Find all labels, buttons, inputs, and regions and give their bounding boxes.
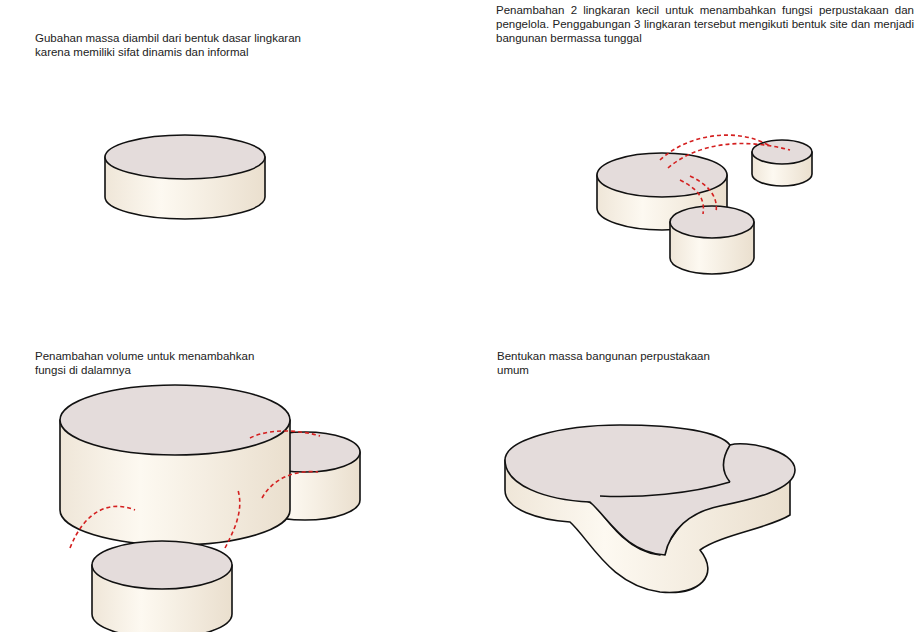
medium-cylinder xyxy=(670,206,754,274)
join-dashes xyxy=(660,135,790,214)
caption-note: Gubahan massa diambil dari bentuk dasar … xyxy=(35,32,335,60)
caption-note: Bentukan massa bangunan perpustakaan umu… xyxy=(497,350,727,378)
front-cylinder xyxy=(92,541,232,632)
base-cylinder xyxy=(105,135,265,219)
caption-note: Penambahan 2 lingkaran kecil untuk menam… xyxy=(496,4,914,45)
join-dashes xyxy=(70,431,320,548)
caption-note: Penambahan volume untuk menambahkan fung… xyxy=(35,350,275,378)
main-volume xyxy=(60,385,290,545)
small-cylinder xyxy=(752,140,812,186)
merged-mass xyxy=(505,425,795,592)
